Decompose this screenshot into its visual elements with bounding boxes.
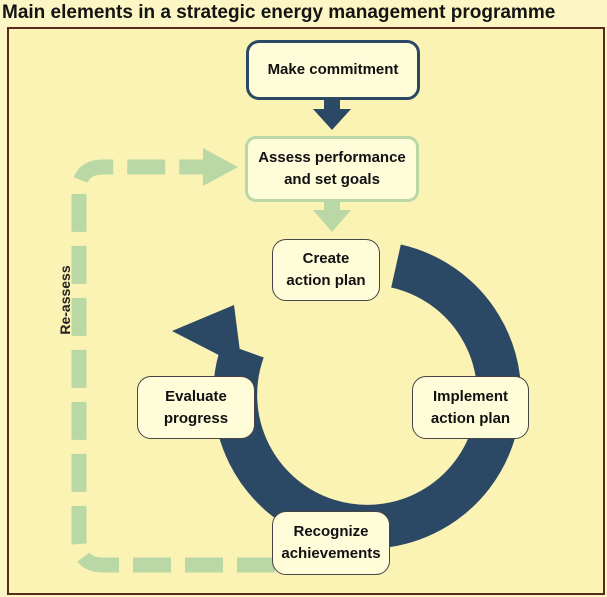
make-commitment-label: Make commitment	[267, 61, 399, 78]
recognize-achievements-box: Recognize achievements	[272, 511, 390, 575]
reassess-feedback-path	[71, 159, 275, 573]
commit-arrow-shaft	[324, 99, 340, 111]
reassess-arrowhead	[203, 148, 238, 186]
implement-action-plan-box: Implement action plan	[412, 376, 529, 439]
cycle-ring	[213, 244, 522, 549]
page-title: Main elements in a strategic energy mana…	[2, 2, 556, 23]
make-commitment-box: Make commitment	[246, 40, 420, 100]
recognize-achievements-label: Recognize achievements	[281, 523, 381, 562]
reassess-label: Re-assess	[57, 265, 73, 335]
create-action-plan-label: Create action plan	[286, 250, 366, 289]
create-action-plan-box: Create action plan	[272, 239, 380, 301]
assess-arrow-shaft	[324, 201, 340, 212]
implement-action-plan-label: Implement action plan	[430, 387, 511, 427]
assess-performance-label: Assess performance and set goals	[258, 149, 406, 188]
cycle-arrowhead	[172, 305, 242, 367]
evaluate-progress-label: Evaluate progress	[163, 387, 229, 427]
assess-arrow-head	[313, 210, 351, 232]
assess-performance-box: Assess performance and set goals	[245, 136, 419, 202]
commit-arrow-head	[313, 109, 351, 130]
evaluate-progress-box: Evaluate progress	[137, 376, 255, 439]
